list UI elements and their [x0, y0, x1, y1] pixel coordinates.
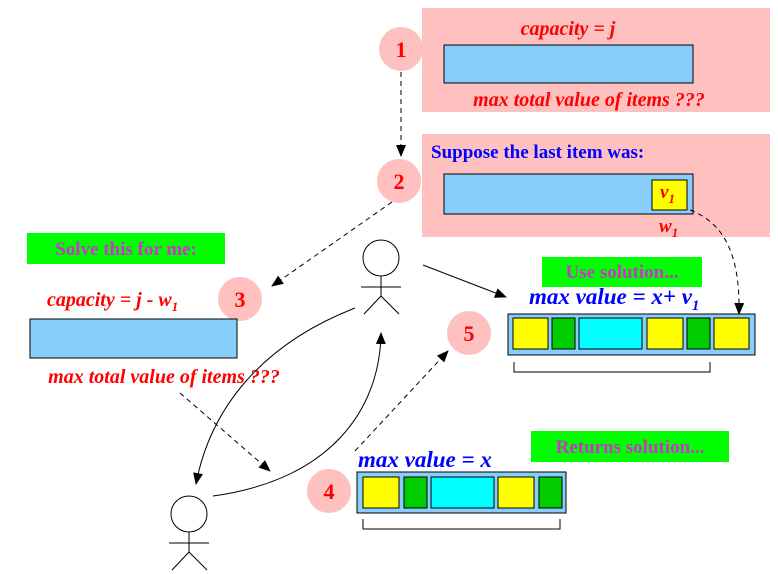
returned-item-1 [362, 476, 400, 509]
svg-text:4: 4 [324, 479, 335, 504]
arrow-question-to-4 [179, 392, 271, 472]
last-item-weight: w1 [659, 216, 678, 240]
use-item-3 [578, 317, 643, 350]
arrow-return-up [212, 332, 386, 497]
panel-2-heading: Suppose the last item was: [431, 142, 644, 163]
arrow-item-to-use [689, 209, 745, 315]
returned-item-2 [403, 476, 428, 509]
returns-solution-text: Returns solution... [556, 437, 705, 458]
solve-request-tag [27, 233, 225, 264]
use-item-2 [551, 317, 576, 350]
subproblem-knapsack [29, 318, 238, 359]
svg-text:5: 5 [464, 321, 475, 346]
returned-bracket [362, 519, 561, 530]
step-4-marker: 4 [307, 469, 351, 513]
use-solution-bracket [513, 362, 711, 373]
returned-item-5 [538, 476, 563, 509]
person-bottom-figure [169, 495, 209, 571]
svg-text:3: 3 [235, 287, 246, 312]
subproblem-question: max total value of items ??? [48, 366, 280, 388]
last-item-box [651, 179, 688, 211]
use-item-last [713, 317, 750, 350]
arrow-4-to-5 [354, 350, 449, 452]
step-3-marker: 3 [218, 277, 262, 321]
returned-label: max value = x [358, 447, 492, 472]
arrow-delegate-down [193, 307, 356, 485]
panel-1-question: max total value of items ??? [473, 89, 705, 111]
solve-request-text: Solve this for me: [55, 239, 197, 260]
returns-solution-tag [531, 431, 729, 462]
step-2-marker: 2 [377, 159, 421, 203]
use-solution-tag [542, 257, 702, 287]
use-solution-text: Use solution... [566, 262, 679, 283]
last-item-value: v1 [660, 182, 675, 206]
svg-text:1: 1 [396, 37, 407, 62]
arrow-person-to-use [422, 264, 507, 298]
step-5-marker: 5 [447, 311, 491, 355]
svg-text:2: 2 [394, 169, 405, 194]
returned-item-3 [430, 476, 495, 509]
use-item-4 [646, 317, 684, 350]
returned-item-4 [497, 476, 535, 509]
use-item-1 [512, 317, 549, 350]
panel-1-knapsack [443, 44, 694, 84]
subproblem-capacity: capacity = j - w1 [47, 289, 178, 314]
panel-1-capacity: capacity = j [521, 18, 616, 40]
use-solution-label: max value = x+ v1 [529, 284, 699, 314]
arrow-2-to-3 [271, 201, 393, 287]
use-item-5 [686, 317, 711, 350]
person-top-figure [361, 239, 401, 315]
step-1-marker: 1 [379, 27, 423, 71]
